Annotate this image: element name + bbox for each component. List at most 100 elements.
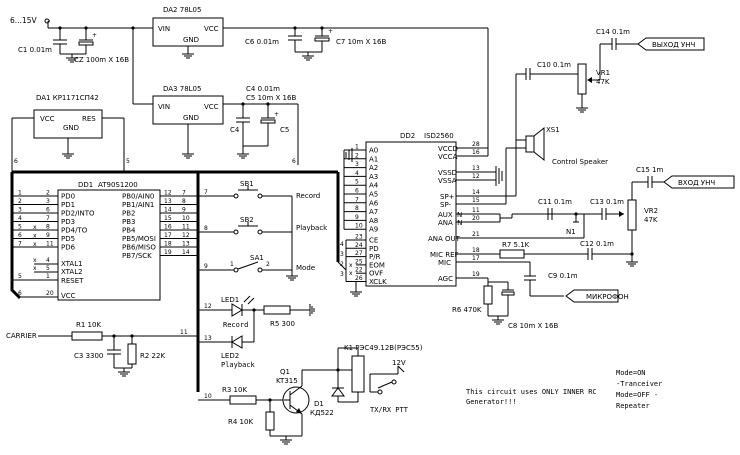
xtal1-label: XTAL1 [61, 260, 83, 268]
dd1-right-pin-label: PB0/AIN0 [122, 193, 154, 201]
svg-text:10: 10 [182, 215, 190, 222]
svg-text:6: 6 [18, 232, 22, 239]
dd2-left-pin-label: A7 [369, 208, 378, 216]
dd2-ctrl-pin-label: CE [369, 237, 378, 245]
dd1-right-pin-num: 16 [164, 224, 172, 231]
vr2-label: VR2 [644, 207, 658, 215]
dd2-left-pin-num: 7 [355, 196, 359, 203]
dd1-right-pin-num: 15 [164, 215, 172, 222]
dd2-left-pin-label: A3 [369, 173, 378, 181]
dd2-left-pin-label: A5 [369, 191, 378, 199]
dd2-ctrl-pin-num: 26 [355, 275, 363, 282]
mode-label: Mode [296, 264, 315, 272]
d1-part: КД522 [310, 409, 334, 417]
c11-label: C11 0.1m [538, 198, 572, 206]
c15-label: C15 1m [636, 166, 663, 174]
c2-label: CZ 100m X 16B [74, 56, 129, 64]
speaker-cone [533, 126, 545, 162]
note-mode-3: Mode=OFF - [616, 391, 658, 399]
dd1-vcc-label: VCC [61, 292, 76, 300]
dd1-right-pin-num: 19 [164, 249, 172, 256]
dd1-right-pin-label: PB4 [122, 227, 136, 235]
xtal2-label: XTAL2 [61, 268, 83, 276]
r7-label: R7 5.1K [502, 241, 530, 249]
da3-name: DA3 78L05 [163, 85, 201, 93]
dd2-ctrl-pin-label: OVF [369, 270, 383, 278]
da1-res: RES [82, 115, 96, 123]
reset-label: RESET [61, 277, 84, 285]
dd1-right-pin-num: 17 [164, 232, 172, 239]
svg-text:3: 3 [340, 271, 344, 278]
svg-text:+: + [92, 32, 97, 39]
svg-text:+: + [328, 28, 333, 35]
svg-text:8: 8 [182, 198, 186, 205]
svg-text:x: x [349, 262, 353, 269]
dd1-left-pin-label: PD1 [61, 201, 75, 209]
svg-text:1: 1 [230, 261, 234, 268]
dd2-ctrl-pin-num: 27 [355, 250, 363, 257]
reset-num: 1 [46, 273, 50, 280]
dd1-left-pin-num: 6 [46, 207, 50, 214]
output-unch-label: ВЫХОД УНЧ [652, 41, 696, 49]
dd2-left-pin-num: 5 [355, 179, 359, 186]
dd2-voice-chip [365, 141, 457, 287]
svg-text:x: x [33, 265, 37, 272]
dd1-part: AT90S1200 [98, 181, 138, 189]
agc-label: AGC [438, 275, 453, 283]
svg-text:6: 6 [14, 158, 18, 165]
q1-part: KT315 [276, 377, 298, 385]
mic-output-label: МИКРОФОН [586, 293, 629, 301]
note-mode-4: Repeater [616, 402, 650, 410]
svg-text:4: 4 [340, 241, 344, 248]
r6-resistor [483, 285, 493, 305]
dd1-left-pin-label: PD5 [61, 235, 75, 243]
r4-resistor [265, 411, 275, 431]
dd1-left-pin-num: 8 [46, 224, 50, 231]
mic-label: MIC [438, 259, 451, 267]
output-unch-connector [637, 37, 705, 51]
dd2-pin21: 21 [472, 231, 480, 238]
dd2-ctrl-pin-label: EOM [369, 261, 385, 269]
svg-text:x: x [349, 270, 353, 277]
dd1-right-pin-label: PB2 [122, 210, 135, 218]
dd1-right-pin-num: 13 [164, 198, 172, 205]
dd1-left-pin-label: PD4/TO [61, 227, 88, 235]
dd1-left-pin-num: 11 [46, 241, 54, 248]
svg-text:1: 1 [18, 190, 22, 197]
r3-resistor [229, 395, 257, 405]
led2-caption: Playback [221, 361, 256, 369]
vccd-label: VCCD [438, 145, 458, 153]
dd2-ctrl-pin-num: 22 [355, 267, 363, 274]
r7-resistor [499, 249, 525, 259]
svg-text:5: 5 [18, 224, 22, 231]
vr2-value: 47K [644, 216, 658, 224]
k1-label: K1 РЭС49.12В(РЭС55) [344, 344, 423, 352]
svg-text:2: 2 [18, 198, 22, 205]
dd2-pin28: 28 [472, 141, 480, 148]
da2-gnd: GND [183, 36, 199, 44]
c12-label: C12 0.1m [580, 240, 614, 248]
c6-label: C6 0.01m [245, 38, 279, 46]
svg-text:2: 2 [340, 261, 344, 268]
dd2-left-pin-num: 1 [355, 144, 359, 151]
dd2-ctrl-pin-label: PD [369, 245, 379, 253]
da3-regulator [152, 95, 224, 125]
note-inner-1: This circuit uses ONLY INNER RC [466, 388, 597, 396]
vr1-value: 47K [596, 78, 610, 86]
svg-text:6: 6 [292, 158, 296, 165]
sa1-label: SA1 [250, 254, 264, 262]
sb2-label: SB2 [240, 216, 254, 224]
dd2-left-pin-label: A1 [369, 155, 378, 163]
note-mode-1: Mode=ON [616, 369, 646, 377]
dd2-ctrl-pin-num: 23 [355, 234, 363, 241]
dd2-left-pin-label: A4 [369, 182, 379, 190]
c4-top-label: C4 0.01m [246, 85, 280, 93]
dd2-ctrl-pin-label: P/R [369, 253, 381, 261]
xtal1-num: 4 [46, 257, 50, 264]
sb1-record-button: 7 SB1 Record [198, 180, 320, 200]
speaker-coil [525, 135, 535, 153]
svg-text:14: 14 [182, 249, 190, 256]
c1-label: C1 0.01m [18, 46, 52, 54]
